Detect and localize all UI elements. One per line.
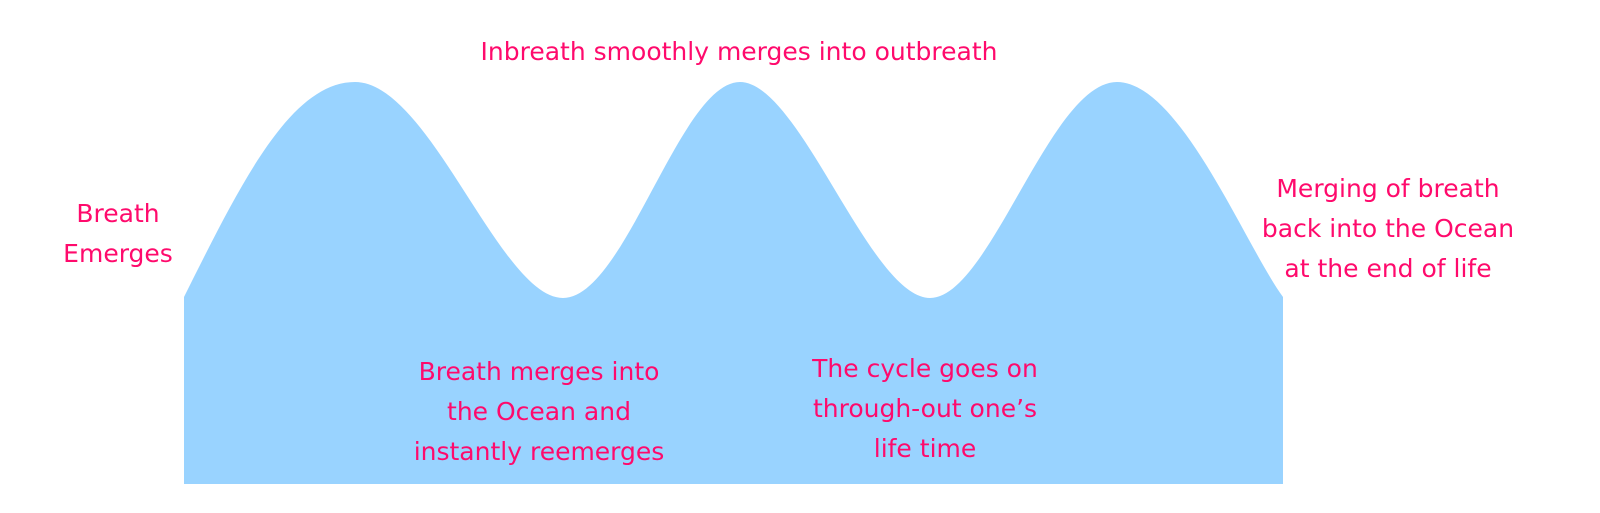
label-line: Breath merges into — [418, 357, 660, 386]
label-line: life time — [873, 434, 977, 463]
label-right: Merging of breath back into the Ocean at… — [1262, 169, 1514, 289]
label-left: Breath Emerges — [63, 194, 173, 274]
breath-wave-shape — [184, 82, 1283, 484]
label-top: Inbreath smoothly merges into outbreath — [480, 37, 998, 66]
label-line: the Ocean and — [447, 397, 631, 426]
label-line: through-out one’s — [812, 394, 1038, 423]
label-line: Emerges — [63, 239, 173, 268]
label-trough-2: The cycle goes on through-out one’s life… — [812, 349, 1038, 469]
label-line: at the end of life — [1284, 254, 1492, 283]
label-line: Merging of breath — [1276, 174, 1500, 203]
label-trough-1: Breath merges into the Ocean and instant… — [414, 352, 665, 472]
label-line: Breath — [76, 199, 160, 228]
label-line: instantly reemerges — [413, 437, 665, 466]
label-line: back into the Ocean — [1261, 214, 1515, 243]
label-line: The cycle goes on — [812, 354, 1038, 383]
